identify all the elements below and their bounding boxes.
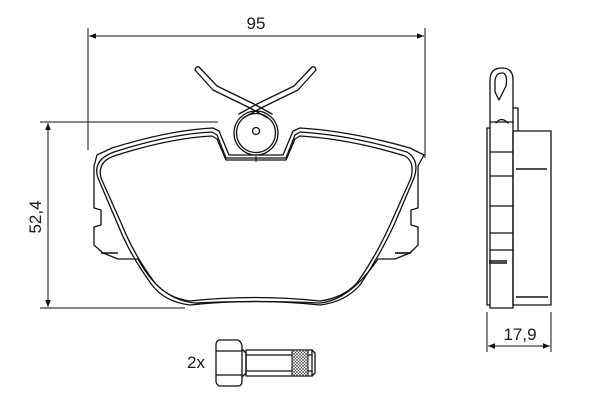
- friction-material-outline: [99, 135, 413, 302]
- height-dimension: [40, 121, 218, 309]
- height-label: 52,4: [26, 200, 45, 233]
- width-dimension: [87, 28, 426, 158]
- mounting-hole: [251, 126, 261, 136]
- thickness-dimension: [486, 312, 552, 352]
- pad-side-view: [486, 67, 552, 309]
- backing-plate-inner-line: [96, 131, 417, 306]
- bolt-drawing: [215, 339, 316, 387]
- mounting-boss: [233, 110, 279, 156]
- thickness-label: 17,9: [503, 325, 536, 344]
- width-label: 95: [247, 14, 266, 33]
- spring-clip: [194, 66, 317, 119]
- pad-front-view: [93, 110, 425, 306]
- bolt-quantity-label: 2x: [187, 353, 205, 372]
